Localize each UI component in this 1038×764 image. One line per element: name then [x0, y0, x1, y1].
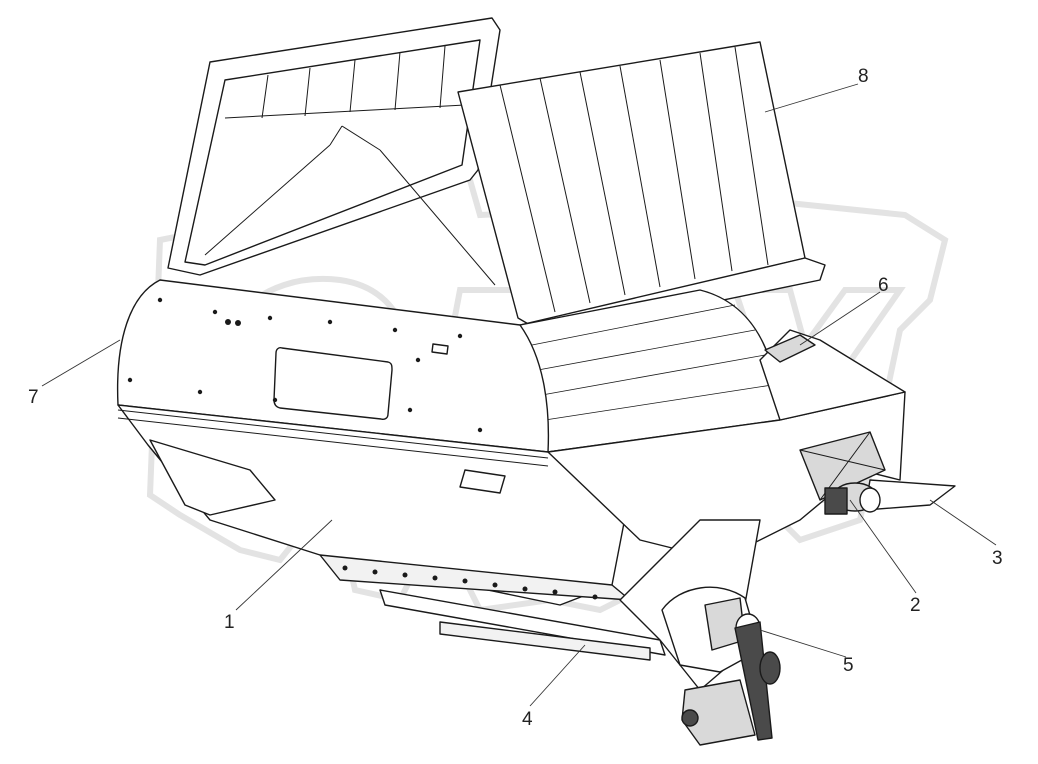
belt-drive — [734, 613, 781, 741]
hopper-assembly — [116, 17, 956, 746]
leader-5 — [759, 629, 847, 658]
lid-support-cables — [204, 125, 496, 286]
leader-4 — [529, 644, 586, 707]
leader-8 — [764, 83, 859, 113]
skirt-bolts — [342, 565, 598, 600]
left-lid-slats — [224, 45, 466, 119]
callout-5: 5 — [843, 655, 854, 676]
cover-ribs — [531, 304, 773, 421]
callout-6: 6 — [878, 275, 889, 296]
callout-4: 4 — [522, 709, 533, 730]
access-port — [431, 343, 449, 355]
trough-plate — [439, 621, 651, 661]
gear-motor-end — [681, 709, 699, 727]
top-fitting — [764, 334, 816, 363]
hydraulic-motor — [824, 482, 881, 515]
callout-2: 2 — [910, 595, 921, 616]
bottom-trough — [379, 589, 666, 656]
leader-lines — [41, 83, 997, 707]
callout-7: 7 — [28, 387, 39, 408]
hopper-rail — [117, 409, 549, 467]
callout-8: 8 — [858, 66, 869, 87]
leader-6 — [799, 291, 881, 346]
leader-7 — [41, 339, 121, 387]
front-wall-bolts — [127, 297, 483, 433]
right-lid-slats — [499, 46, 769, 313]
hopper-slot — [459, 469, 506, 494]
side-opening — [149, 439, 276, 516]
callout-3: 3 — [992, 548, 1003, 569]
leader-1 — [235, 519, 333, 611]
callout-1: 1 — [224, 612, 235, 633]
inspection-window — [273, 347, 393, 420]
leader-2 — [849, 499, 917, 594]
leader-3 — [929, 499, 997, 546]
